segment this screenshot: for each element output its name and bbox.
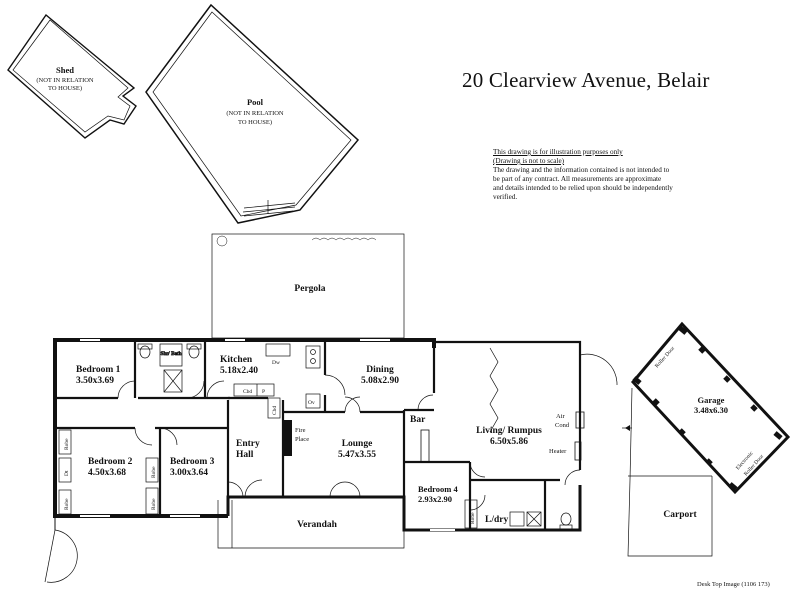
dishwasher-label: Dw [272, 360, 280, 366]
kitchen-label: Kitchen [220, 355, 253, 365]
living-label: Living/ Rumpus [476, 426, 542, 436]
heater-label: Heater [549, 448, 567, 455]
bedroom2-label: Bedroom 2 [88, 457, 133, 467]
living-size: 6.50x5.86 [490, 437, 528, 447]
pool-note1: (NOT IN RELATION [226, 110, 284, 117]
robe-label-1: Robe [64, 438, 70, 450]
dining-size: 5.08x2.90 [361, 376, 399, 386]
robe-label-3: Robe [151, 466, 157, 478]
window-marks [80, 339, 455, 531]
interior-walls [55, 340, 560, 530]
verandah: Verandah [217, 500, 405, 549]
pergola-plants [216, 235, 377, 247]
dt-label: Dt [64, 470, 70, 476]
cupboard-label: Cbd [243, 389, 252, 395]
robe-label-4: Robe [151, 498, 157, 510]
shed-note1: (NOT IN RELATION [36, 77, 94, 84]
cond-label: Cond [555, 422, 570, 429]
property-title: 20 Clearview Avenue, Belair [462, 68, 710, 92]
oven-label: Ov [308, 400, 315, 406]
bedroom2-size: 4.50x3.68 [88, 468, 126, 478]
kitchen-size: 5.18x2.40 [220, 366, 258, 376]
laundry-label: L/dry [485, 515, 508, 525]
air-cond-unit [575, 411, 585, 429]
cupboard-vertical-label: Cbd [272, 406, 278, 415]
disclaimer-body: The drawing and the information containe… [493, 166, 673, 201]
verandah-label: Verandah [297, 520, 337, 530]
shed: Shed (NOT IN RELATION TO HOUSE) [7, 13, 137, 139]
shed-label: Shed [56, 65, 74, 75]
garage-size: 3.48x6.30 [694, 405, 728, 415]
disclaimer: This drawing is for illustration purpose… [493, 148, 673, 202]
roller-door-label: Roller Door [654, 346, 676, 370]
pool: Pool (NOT IN RELATION TO HOUSE) [145, 3, 360, 224]
lounge-label: Lounge [342, 439, 373, 449]
shr-bath-label: Shr/ Bath [161, 351, 182, 357]
lounge-size: 5.47x3.55 [338, 450, 376, 460]
disclaimer-line1: This drawing is for illustration purpose… [493, 148, 623, 156]
pergola: Pergola [211, 233, 405, 339]
dining-label: Dining [366, 365, 394, 375]
garage-wall-marks [632, 326, 783, 491]
garage-label: Garage [698, 395, 725, 405]
robes [58, 429, 478, 529]
pergola-label: Pergola [294, 284, 325, 294]
carport-label: Carport [663, 510, 697, 520]
air-label: Air [556, 413, 566, 420]
heater-unit [574, 441, 582, 461]
shed-note2: TO HOUSE) [48, 85, 82, 92]
robe-label-5: Robe [470, 512, 476, 524]
disclaimer-line2: (Drawing is not to scale) [493, 157, 565, 165]
bedroom4-size: 2.93x2.90 [418, 494, 452, 504]
bedroom4-label: Bedroom 4 [418, 484, 458, 494]
bedroom3-label: Bedroom 3 [170, 457, 215, 467]
fireplace-label1: Fire [295, 427, 306, 434]
bedroom3-size: 3.00x3.64 [170, 468, 208, 478]
bar-label: Bar [410, 415, 426, 425]
fireplace-icon [283, 420, 292, 456]
kitchen-fixtures [233, 343, 321, 419]
bedroom1-label: Bedroom 1 [76, 365, 121, 375]
footer-image-ref: Desk Top Image (1106 173) [697, 581, 770, 588]
bathroom-fixtures: Shr/ Bath [137, 343, 202, 393]
laundry-fixtures [509, 511, 573, 530]
pool-note2: TO HOUSE) [238, 119, 272, 126]
door-swings [44, 347, 618, 583]
robe-label-2: Robe [64, 498, 70, 510]
fireplace-label2: Place [295, 436, 309, 443]
pool-steps [242, 200, 296, 217]
pool-label: Pool [247, 97, 264, 107]
bar-counter [420, 429, 430, 463]
garage: Garage 3.48x6.30 Roller Door Electronic … [622, 321, 791, 557]
bedroom1-size: 3.50x3.69 [76, 376, 114, 386]
pantry-label: P [262, 389, 265, 395]
entry-label: Entry [236, 439, 260, 449]
hall-label: Hall [236, 450, 254, 460]
